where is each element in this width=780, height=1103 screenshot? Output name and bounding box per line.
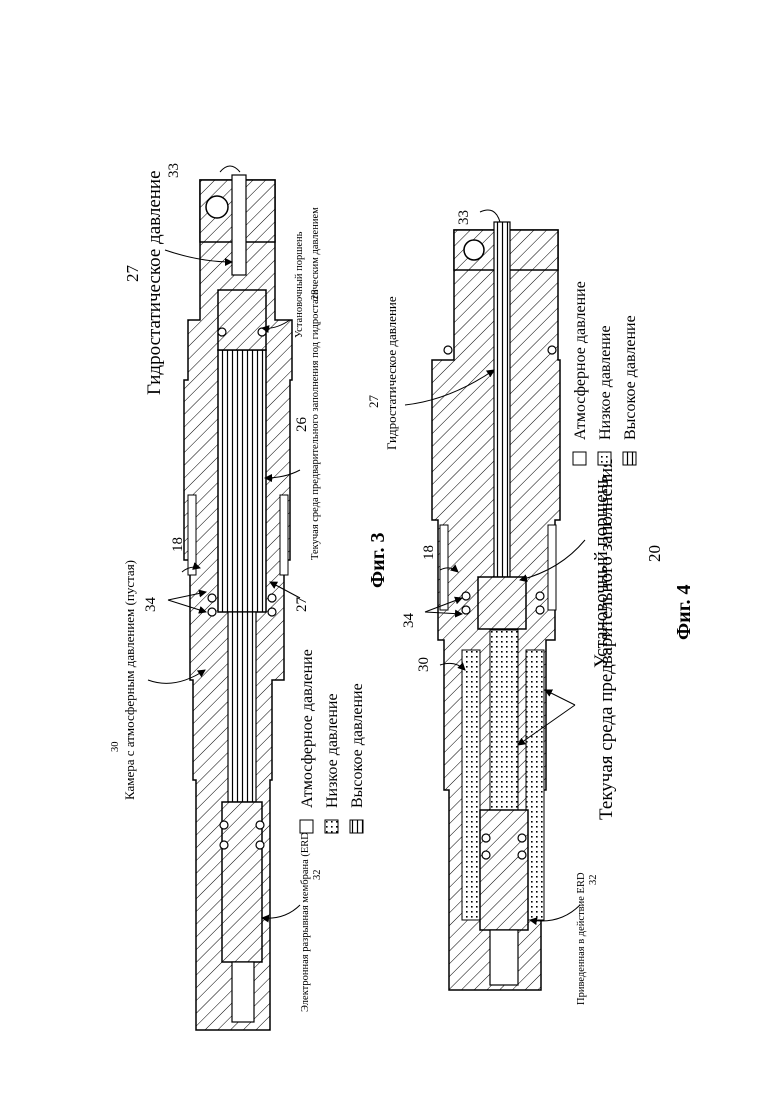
fig4-caption: Фиг. 4 [673, 584, 695, 640]
fig3-legend-atm: Атмосферное давление [299, 649, 316, 808]
fig4-legend: Атмосферное давление Низкое давление Выс… [572, 281, 639, 465]
fig4-low-chamber-center [490, 630, 518, 810]
fig4-low-chamber-left [462, 650, 480, 920]
fig4-piston [478, 577, 526, 629]
fig3-chamber-num: 30 [110, 742, 121, 753]
fig4-hydro-label: Гидростатическое давление [384, 296, 399, 450]
fig3-erd-num: 32 [312, 870, 323, 881]
fig3-ref34: 34 [143, 597, 159, 613]
fig3-legend-low: Низкое давление [324, 693, 341, 808]
fig3-ref26: 26 [294, 417, 310, 433]
fig4-ref30: 30 [416, 657, 432, 672]
fig3-ref18: 18 [170, 537, 186, 552]
legend-high-swatch-4 [623, 452, 636, 465]
figure-4: Приведенная в действие ERD 32 30 Текучая… [366, 210, 695, 1005]
fig4-top-port [464, 240, 484, 260]
fig3-erd-label: Электронная разрывная мембрана (ERD) [300, 828, 311, 1012]
fig4-legend-high: Высокое давление [622, 315, 639, 440]
legend-low-swatch-4 [598, 452, 611, 465]
fig3-hydro-num: 27 [123, 265, 142, 283]
fig3-side-slot-left [188, 495, 196, 575]
fig4-erd-num: 32 [588, 875, 599, 886]
fig4-ref18: 18 [421, 545, 437, 560]
fig3-caption: Фиг. 3 [367, 532, 389, 588]
fig4-ref34: 34 [401, 613, 417, 629]
fig4-rod-33 [494, 222, 510, 577]
fig3-piston-num: 28 [310, 290, 321, 301]
fig3-hydro-label: Гидростатическое давление [144, 170, 165, 395]
fig3-fluid-label: Текучая среда предварительного заполнени… [310, 207, 321, 560]
fig4-erd-connector [490, 930, 518, 985]
fig3-legend: Атмосферное давление Низкое давление Выс… [299, 649, 366, 833]
fig3-piston [218, 290, 266, 350]
fig4-legend-atm: Атмосферное давление [572, 281, 589, 440]
fig4-ref33: 33 [456, 210, 472, 225]
legend-high-swatch [350, 820, 363, 833]
fig4-legend-low: Низкое давление [597, 325, 614, 440]
fig4-piston-label: Установочный поршень [591, 475, 612, 668]
fig3-fluid-chamber [218, 350, 266, 612]
fig3-chamber-label: Камера с атмосферным давлением (пустая) [122, 560, 137, 800]
fig3-rod-33 [232, 175, 246, 275]
fig3-ref27b: 27 [294, 597, 310, 613]
fig3-legend-high: Высокое давление [349, 683, 366, 808]
fig3-piston-label: Установочный поршень [294, 231, 305, 338]
figure-3: Электронная разрывная мембрана (ERD) 32 … [110, 163, 389, 1030]
fig3-ref33: 33 [166, 163, 182, 178]
legend-atm-swatch-4 [573, 452, 586, 465]
legend-low-swatch [325, 820, 338, 833]
fig3-lower-bore [228, 612, 256, 802]
fig4-erd-label: Приведенная в действие ERD [576, 872, 587, 1005]
fig4-erd-block [480, 810, 528, 930]
fig3-top-port [206, 196, 228, 218]
legend-atm-swatch [300, 820, 313, 833]
fig3-side-slot-right [280, 495, 288, 575]
fig4-piston-num: 20 [645, 545, 664, 562]
fig3-erd-connector [232, 962, 254, 1022]
fig4-hydro-num: 27 [366, 395, 381, 409]
